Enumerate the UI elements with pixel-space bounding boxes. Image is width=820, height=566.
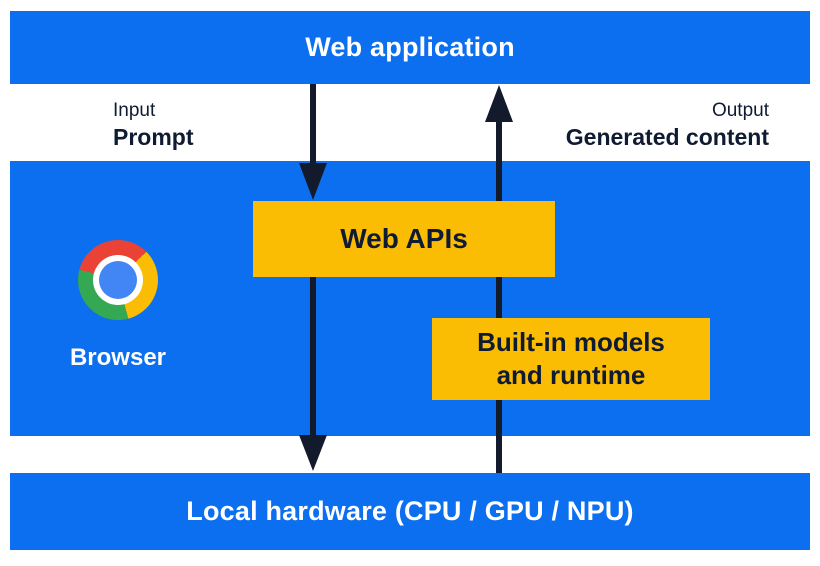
chrome-browser-icon [78,240,158,320]
output-value: Generated content [565,124,769,150]
web-application-layer: Web application [10,11,810,84]
browser-label: Browser [69,344,167,371]
output-label: Output [711,100,769,121]
web-application-label: Web application [305,32,515,62]
built-in-models-label-line1: Built-in models [477,327,665,357]
input-label: Input [113,100,156,121]
output-annotation: Output Generated content [566,99,769,151]
input-annotation: Input Prompt [113,99,194,151]
built-in-models-label-line2: and runtime [496,360,646,390]
local-hardware-label: Local hardware (CPU / GPU / NPU) [186,496,634,526]
built-in-models-box: Built-in models and runtime [432,318,710,400]
web-apis-box: Web APIs [253,201,555,277]
local-hardware-layer: Local hardware (CPU / GPU / NPU) [10,473,810,550]
input-value: Prompt [113,124,194,150]
web-apis-label: Web APIs [340,223,468,254]
